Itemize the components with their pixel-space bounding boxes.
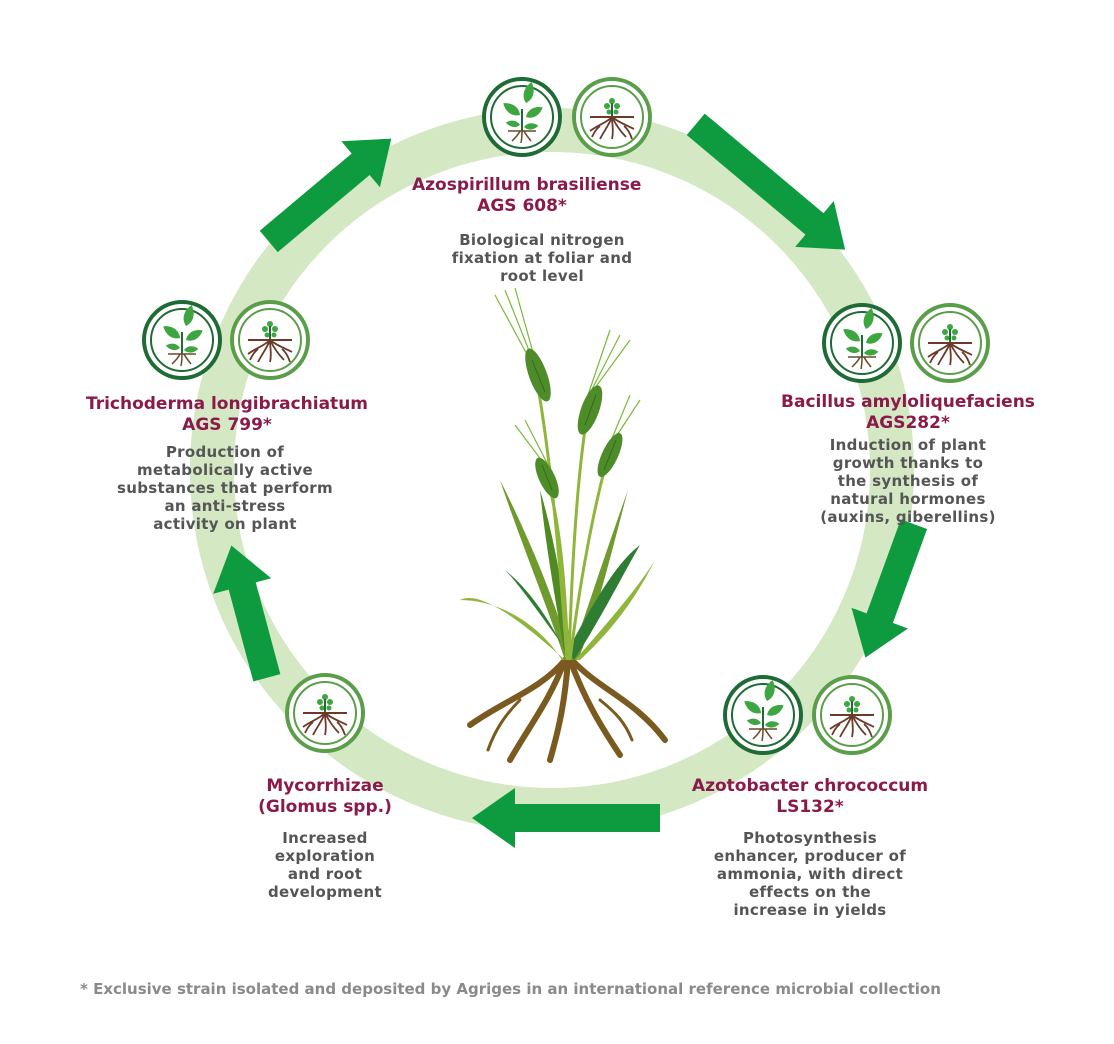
node-bottom-left-description: Increased exploration and root developme… <box>268 829 382 901</box>
node-bottom-right-title: Azotobacter chrococcum LS132* <box>691 776 929 817</box>
arrow-bottom <box>472 788 660 848</box>
icons-bottom-left <box>285 673 365 753</box>
plant-roots-icon <box>572 77 652 157</box>
plant-leaves-icon <box>144 302 220 378</box>
arrow-top-right <box>686 113 846 250</box>
node-right-title: Bacillus amyloliquefaciens AGS282* <box>781 392 1035 433</box>
plant-leaves-icon <box>484 79 560 155</box>
plant-roots-icon <box>910 303 990 383</box>
node-bottom-left-title: Mycorrhizae (Glomus spp.) <box>258 776 392 817</box>
node-bottom-right-description: Photosynthesis enhancer, producer of amm… <box>713 829 907 919</box>
wheat-plant-illustration <box>460 287 668 763</box>
node-left-title: Trichoderma longibrachiatum AGS 799* <box>85 394 369 435</box>
node-right-description: Induction of plant growth thanks to the … <box>820 436 996 526</box>
plant-roots-icon <box>285 673 365 753</box>
node-top-title: Azospirillum brasiliense AGS 608* <box>412 175 642 216</box>
cycle-arrows <box>213 113 928 848</box>
plant-roots-icon <box>812 675 892 755</box>
plant-leaves-icon <box>824 305 900 381</box>
plant-roots-icon <box>230 300 310 380</box>
arrow-right <box>851 519 928 658</box>
node-top-description: Biological nitrogen fixation at foliar a… <box>451 231 633 285</box>
arrow-top-left <box>259 138 392 253</box>
node-left-description: Production of metabolically active subst… <box>117 443 333 533</box>
plant-leaves-icon <box>725 677 801 753</box>
arrow-left <box>213 545 281 682</box>
footnote: * Exclusive strain isolated and deposite… <box>80 980 941 998</box>
icons-right <box>824 303 990 383</box>
